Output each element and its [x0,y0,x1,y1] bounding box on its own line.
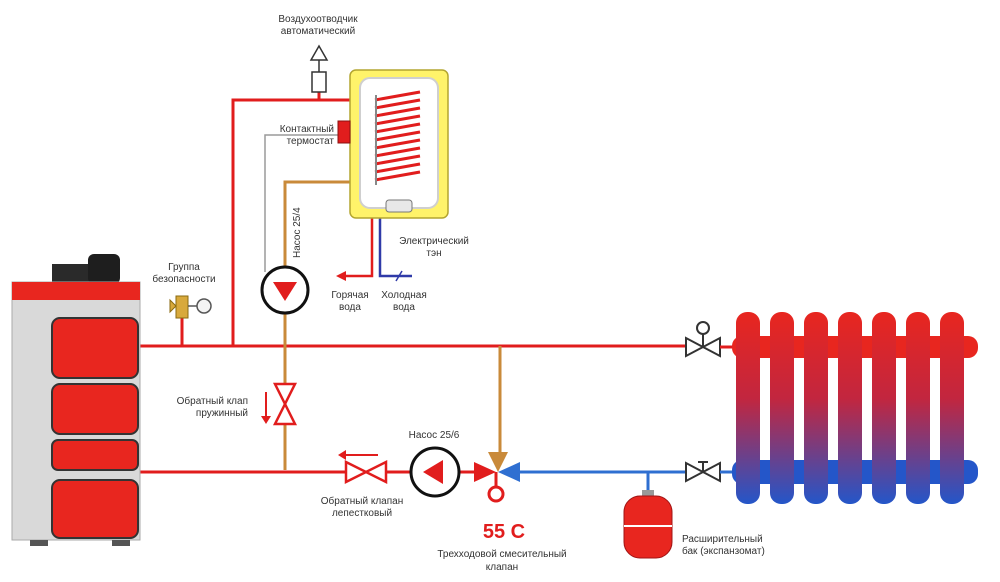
three-way-label-2: клапан [486,562,518,573]
pressure-gauge-icon [196,298,212,314]
safety-group-body [175,295,189,319]
safety-group-label-1: Группа [168,262,200,273]
spring-valve-label-1: Обратный клап [177,395,248,407]
expansion-tank-label-1: Расширительный [682,534,763,545]
tank-return-pipe [283,180,375,470]
hot-water-pipe [344,215,374,278]
radiator-bottom-valve-icon [685,461,721,483]
pump-bottom-label: Насос 25/6 [409,430,460,441]
hot-water-label-1: Горячая [331,290,368,301]
safety-group-label-2: безопасности [152,273,215,285]
petal-valve-label-2: лепестковый [332,508,392,519]
petal-check-valve-icon [344,459,388,485]
heater-label-1: Электрический [399,236,469,247]
cold-water-label-1: Холодная [381,290,427,301]
cold-water-mark [395,270,403,282]
hot-water-label-2: вода [339,302,361,313]
expansion-tank [623,490,673,559]
thermostat-wire [264,134,348,272]
boiler [11,254,141,546]
cold-water-pipe [378,215,412,278]
air-vent-label-2: автоматический [281,26,355,37]
expansion-tank-label-2: бак (экспанзомат) [682,545,765,557]
electric-heater [385,199,413,213]
three-way-label-1: Трехходовой смесительный [437,549,566,560]
tank-coil [374,90,421,182]
thermostat-label-2: термостат [287,136,335,147]
thermostat-label-1: Контактный [280,124,334,135]
mix-temperature: 55 С [483,521,525,543]
hot-riser-pipe [231,98,375,346]
air-vent-body [311,71,327,93]
petal-valve-label-1: Обратный клапан [321,495,403,507]
air-vent-label-1: Воздухоотводчик [278,14,358,25]
heater-label-2: тэн [426,248,441,259]
spring-valve-label-2: пружинный [196,408,248,419]
hot-water-arrow [336,271,346,281]
air-vent-arrow-icon [309,44,329,61]
radiator [732,312,978,504]
spring-check-valve-icon [272,382,298,426]
three-way-valve-icon [474,452,520,503]
pump-top-label: Насос 25/4 [292,207,303,258]
radiator-top-valve-icon [685,321,721,358]
contact-thermostat [337,120,351,144]
cold-water-label-2: вода [393,302,415,313]
